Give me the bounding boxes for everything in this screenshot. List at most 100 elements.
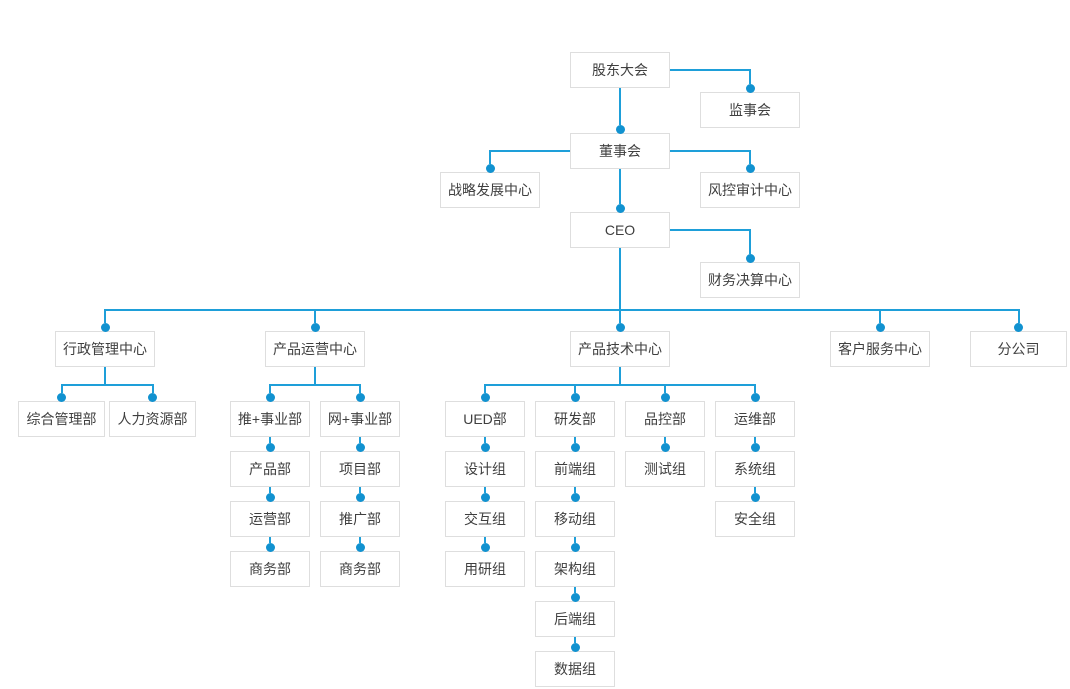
connector-dot xyxy=(750,442,760,452)
org-node-label: 人力资源部 xyxy=(117,411,188,427)
org-node-label: 测试组 xyxy=(644,461,686,477)
org-node-label: 运维部 xyxy=(734,411,776,427)
connector-line xyxy=(1017,310,1020,323)
connector-line xyxy=(60,384,154,386)
org-node-product-operation-center: 产品运营中心 xyxy=(265,331,365,367)
connector-line xyxy=(619,367,621,385)
org-node-backend-group: 后端组 xyxy=(535,601,615,637)
org-node-security-group: 安全组 xyxy=(715,501,795,537)
connector-dot xyxy=(265,442,275,452)
connector-line xyxy=(669,150,751,152)
connector-line xyxy=(269,385,271,393)
org-node-wang-business-unit: 网+事业部 xyxy=(320,401,400,437)
org-node-label: 研发部 xyxy=(554,411,596,427)
connector-line xyxy=(484,487,486,493)
connector-line xyxy=(754,487,756,493)
org-node-ceo: CEO xyxy=(570,212,670,248)
connector-dot xyxy=(480,392,490,402)
connector-dot xyxy=(745,253,755,263)
connector-line xyxy=(484,537,486,543)
connector-line xyxy=(574,587,576,593)
connector-line xyxy=(619,310,621,323)
connector-line xyxy=(359,385,361,393)
org-node-interaction-group: 交互组 xyxy=(445,501,525,537)
org-node-label: 行政管理中心 xyxy=(63,341,147,357)
org-node-operation-dept: 运营部 xyxy=(230,501,310,537)
connector-dot xyxy=(570,442,580,452)
connector-line xyxy=(664,385,666,393)
org-node-label: 品控部 xyxy=(644,411,686,427)
connector-line xyxy=(664,437,666,443)
connector-dot xyxy=(570,542,580,552)
connector-line xyxy=(754,437,756,443)
connector-line xyxy=(484,437,486,443)
org-node-general-management-dept: 综合管理部 xyxy=(18,401,105,437)
org-node-label: 商务部 xyxy=(339,561,381,577)
connector-line xyxy=(60,385,63,393)
connector-dot xyxy=(745,83,755,93)
org-node-label: 移动组 xyxy=(554,511,596,527)
org-node-branch-company: 分公司 xyxy=(970,331,1067,367)
org-node-label: 后端组 xyxy=(554,611,596,627)
connector-dot xyxy=(310,322,320,332)
org-node-customer-service-center: 客户服务中心 xyxy=(830,331,930,367)
connector-line xyxy=(574,637,576,643)
connector-line xyxy=(749,230,751,254)
org-node-human-resources-dept: 人力资源部 xyxy=(109,401,196,437)
connector-line xyxy=(619,88,621,125)
org-node-user-research-group: 用研组 xyxy=(445,551,525,587)
org-node-label: 安全组 xyxy=(734,511,776,527)
connector-dot xyxy=(485,163,495,173)
org-node-label: 战略发展中心 xyxy=(448,182,532,198)
org-node-label: 设计组 xyxy=(464,461,506,477)
org-node-board-of-directors: 董事会 xyxy=(570,133,670,169)
org-node-qc-dept: 品控部 xyxy=(625,401,705,437)
connector-line xyxy=(669,69,751,71)
org-node-label: 董事会 xyxy=(599,143,641,159)
connector-line xyxy=(359,537,361,543)
connector-line xyxy=(269,437,271,443)
connector-line xyxy=(104,310,106,323)
connector-dot xyxy=(265,542,275,552)
connector-line xyxy=(359,487,361,493)
connector-line xyxy=(484,384,756,386)
connector-dot xyxy=(745,163,755,173)
connector-line xyxy=(489,151,491,164)
connector-line xyxy=(269,384,361,386)
connector-dot xyxy=(570,642,580,652)
org-node-label: CEO xyxy=(604,222,636,238)
org-node-ops-dept: 运维部 xyxy=(715,401,795,437)
connector-line xyxy=(269,537,271,543)
org-node-business-dept-1: 商务部 xyxy=(230,551,310,587)
org-node-label: 商务部 xyxy=(249,561,291,577)
org-node-label: 财务决算中心 xyxy=(708,272,792,288)
org-node-financial-settlement-center: 财务决算中心 xyxy=(700,262,800,298)
connector-line xyxy=(314,310,316,323)
org-node-label: 综合管理部 xyxy=(26,411,97,427)
connector-dot xyxy=(355,542,365,552)
connector-dot xyxy=(265,392,275,402)
org-node-design-group: 设计组 xyxy=(445,451,525,487)
org-node-label: 产品技术中心 xyxy=(578,341,662,357)
connector-line xyxy=(489,150,571,152)
connector-line xyxy=(314,367,316,385)
connector-dot xyxy=(480,442,490,452)
connector-line xyxy=(359,437,361,443)
org-node-ued-dept: UED部 xyxy=(445,401,525,437)
connector-line xyxy=(574,385,576,393)
connector-dot xyxy=(57,392,66,402)
org-node-testing-group: 测试组 xyxy=(625,451,705,487)
org-node-label: 产品运营中心 xyxy=(273,341,357,357)
org-node-label: 架构组 xyxy=(554,561,596,577)
connector-dot xyxy=(100,322,110,332)
org-node-label: 客户服务中心 xyxy=(838,341,922,357)
org-node-label: 系统组 xyxy=(734,461,776,477)
connector-line xyxy=(484,385,486,393)
org-node-strategy-development-center: 战略发展中心 xyxy=(440,172,540,208)
org-node-label: 产品部 xyxy=(249,461,291,477)
org-node-architecture-group: 架构组 xyxy=(535,551,615,587)
connector-line xyxy=(749,70,751,84)
connector-dot xyxy=(615,322,625,332)
connector-dot xyxy=(265,492,275,502)
